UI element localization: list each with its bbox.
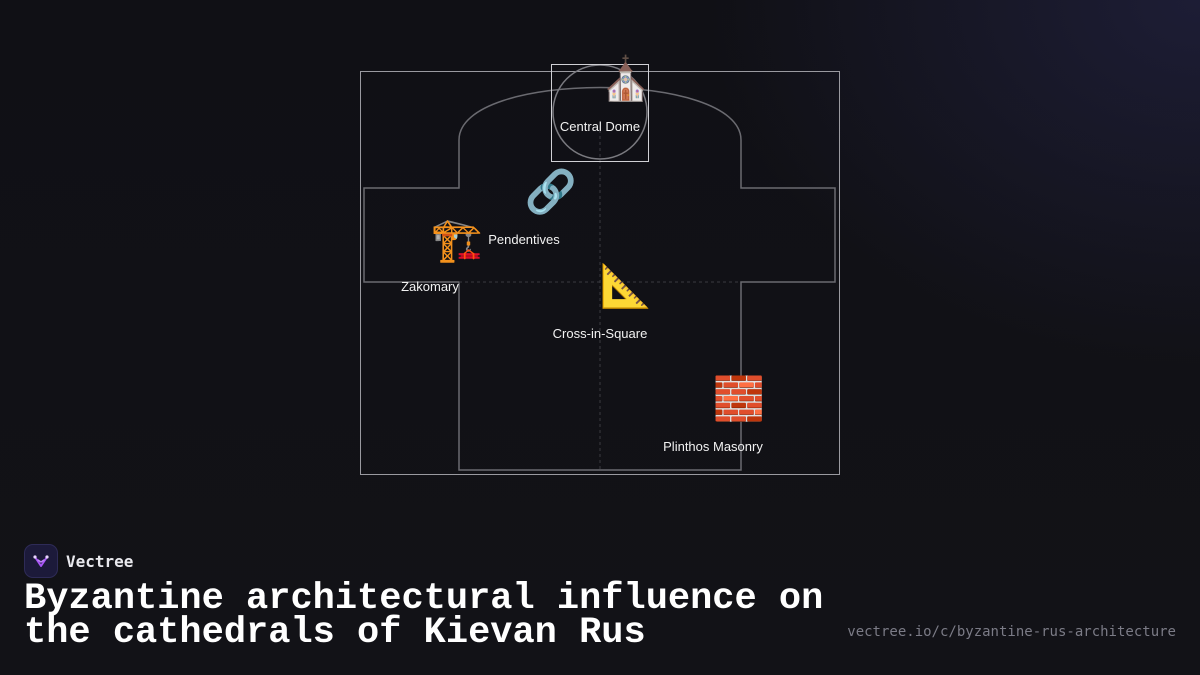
brand[interactable]: Vectree xyxy=(24,544,133,578)
central-dome-highlight xyxy=(551,64,649,162)
node-zakomary-label-wrap: Zakomary xyxy=(401,279,459,294)
node-plinthos-masonry-label-wrap: Plinthos Masonry xyxy=(663,439,763,454)
node-cross-in-square[interactable]: 📐 xyxy=(600,262,652,310)
architecture-diagram: ⛪ Central Dome 🔗 Pendentives 🏗️ Zakomary… xyxy=(360,55,840,475)
link-icon: 🔗 xyxy=(524,167,578,216)
zakomary-label: Zakomary xyxy=(401,279,459,294)
floor-plan-outline xyxy=(360,64,840,475)
cross-plan-outline xyxy=(363,86,836,471)
source-url[interactable]: vectree.io/c/byzantine-rus-architecture xyxy=(847,624,1176,640)
brick-icon: 🧱 xyxy=(712,374,766,423)
page-title: Byzantine architectural influence on the… xyxy=(24,578,824,654)
brand-name: Vectree xyxy=(66,551,134,571)
node-plinthos-masonry[interactable]: 🧱 xyxy=(713,375,765,423)
node-pendentives-label-wrap: Pendentives xyxy=(488,232,560,247)
triangular-ruler-icon: 📐 xyxy=(599,261,653,310)
node-central-dome-label-wrap: Central Dome xyxy=(560,119,640,134)
vectree-logo-icon xyxy=(24,544,58,578)
church-icon: ⛪ xyxy=(599,54,653,103)
diagram-frame xyxy=(360,71,840,475)
plinthos-masonry-label: Plinthos Masonry xyxy=(663,439,763,454)
node-cross-in-square-label-wrap: Cross-in-Square xyxy=(553,326,648,341)
node-zakomary[interactable]: 🏗️ xyxy=(431,216,483,264)
central-dome-label: Central Dome xyxy=(559,119,641,134)
construction-crane-icon: 🏗️ xyxy=(430,215,484,264)
node-pendentives[interactable]: 🔗 xyxy=(525,168,577,216)
pendentives-label: Pendentives xyxy=(488,232,560,247)
cross-in-square-label: Cross-in-Square xyxy=(552,326,648,341)
node-central-dome[interactable]: ⛪ xyxy=(600,55,652,103)
